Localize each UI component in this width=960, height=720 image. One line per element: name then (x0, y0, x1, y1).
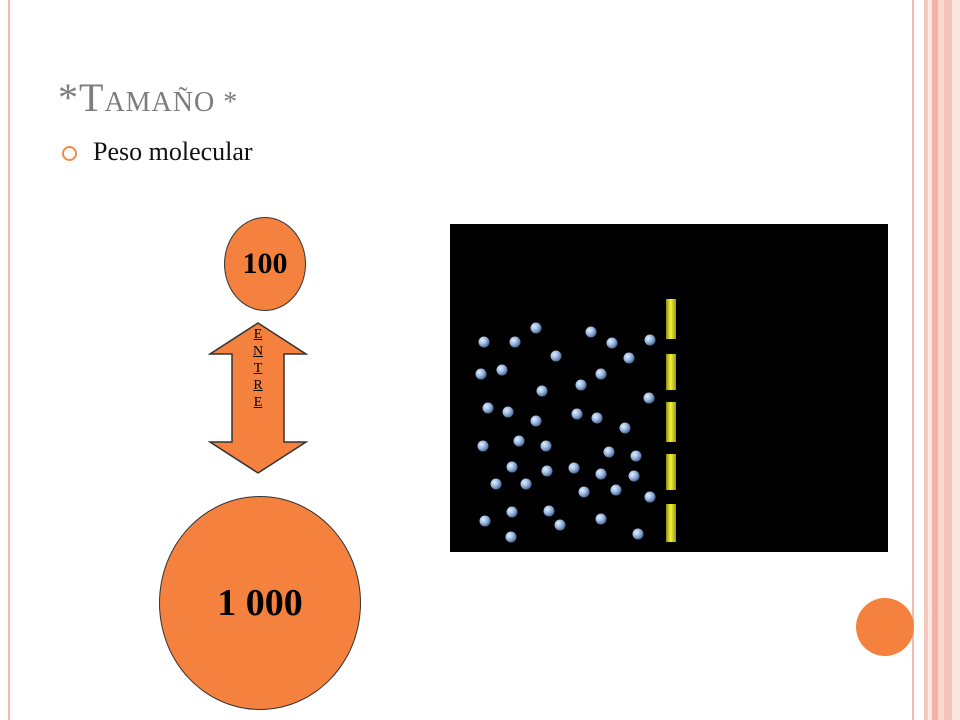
molecule-particle (496, 364, 508, 376)
membrane-diagram (450, 224, 888, 552)
molecule-particle (477, 440, 489, 452)
molecule-particle (530, 322, 542, 334)
molecule-particle (530, 415, 542, 427)
molecule-particle (643, 392, 655, 404)
molecule-particle (513, 435, 525, 447)
circle-bullet-icon (62, 145, 77, 161)
molecule-particle (540, 440, 552, 452)
molecule-particle (478, 336, 490, 348)
bullet-text: Peso molecular (93, 137, 253, 166)
molecule-particle (630, 450, 642, 462)
molecule-particle (628, 470, 640, 482)
molecule-particle (505, 531, 517, 543)
molecule-particle (578, 486, 590, 498)
molecule-particle (595, 513, 607, 525)
molecule-particle (591, 412, 603, 424)
molecule-particle (606, 337, 618, 349)
membrane-barrier (666, 299, 676, 339)
molecule-particle (506, 461, 518, 473)
slide-title: *TAMAÑO * (58, 75, 239, 120)
molecule-particle (541, 465, 553, 477)
arrow-letter: N (252, 344, 264, 359)
molecule-particle (475, 368, 487, 380)
molecule-particle (479, 515, 491, 527)
molecule-particle (502, 406, 514, 418)
arrow-letter: R (253, 378, 263, 393)
value-circle-small: 100 (224, 217, 306, 311)
molecule-particle (568, 462, 580, 474)
molecule-particle (575, 379, 587, 391)
slide-border (8, 0, 914, 720)
arrow-letter: E (253, 395, 263, 410)
molecule-particle (610, 484, 622, 496)
arrow-label: E N T R E (250, 326, 266, 411)
membrane-barrier (666, 402, 676, 442)
molecule-particle (490, 478, 502, 490)
molecule-particle (632, 528, 644, 540)
decorative-stripes (920, 0, 960, 720)
molecule-particle (623, 352, 635, 364)
arrow-letter: T (253, 361, 263, 376)
membrane-svg (475, 299, 676, 543)
molecule-particle (595, 368, 607, 380)
membrane-barrier (666, 504, 676, 542)
molecule-particle (520, 478, 532, 490)
molecule-particle (550, 350, 562, 362)
molecule-particle (644, 334, 656, 346)
molecule-particle (595, 468, 607, 480)
double-arrow-icon (208, 322, 308, 474)
molecule-particle (506, 506, 518, 518)
molecule-particle (536, 385, 548, 397)
molecule-particle (585, 326, 597, 338)
molecule-particle (644, 491, 656, 503)
molecule-particle (509, 336, 521, 348)
molecule-particle (543, 505, 555, 517)
molecule-particle (482, 402, 494, 414)
molecule-particle (603, 446, 615, 458)
arrow-letter: E (253, 327, 263, 342)
decorative-circle (856, 598, 914, 656)
molecule-particle (571, 408, 583, 420)
membrane-barrier (666, 354, 676, 390)
bullet-item: Peso molecular (62, 136, 253, 168)
value-circle-large: 1 000 (159, 496, 361, 710)
membrane-barrier (666, 454, 676, 490)
molecule-particle (619, 422, 631, 434)
molecule-particle (554, 519, 566, 531)
